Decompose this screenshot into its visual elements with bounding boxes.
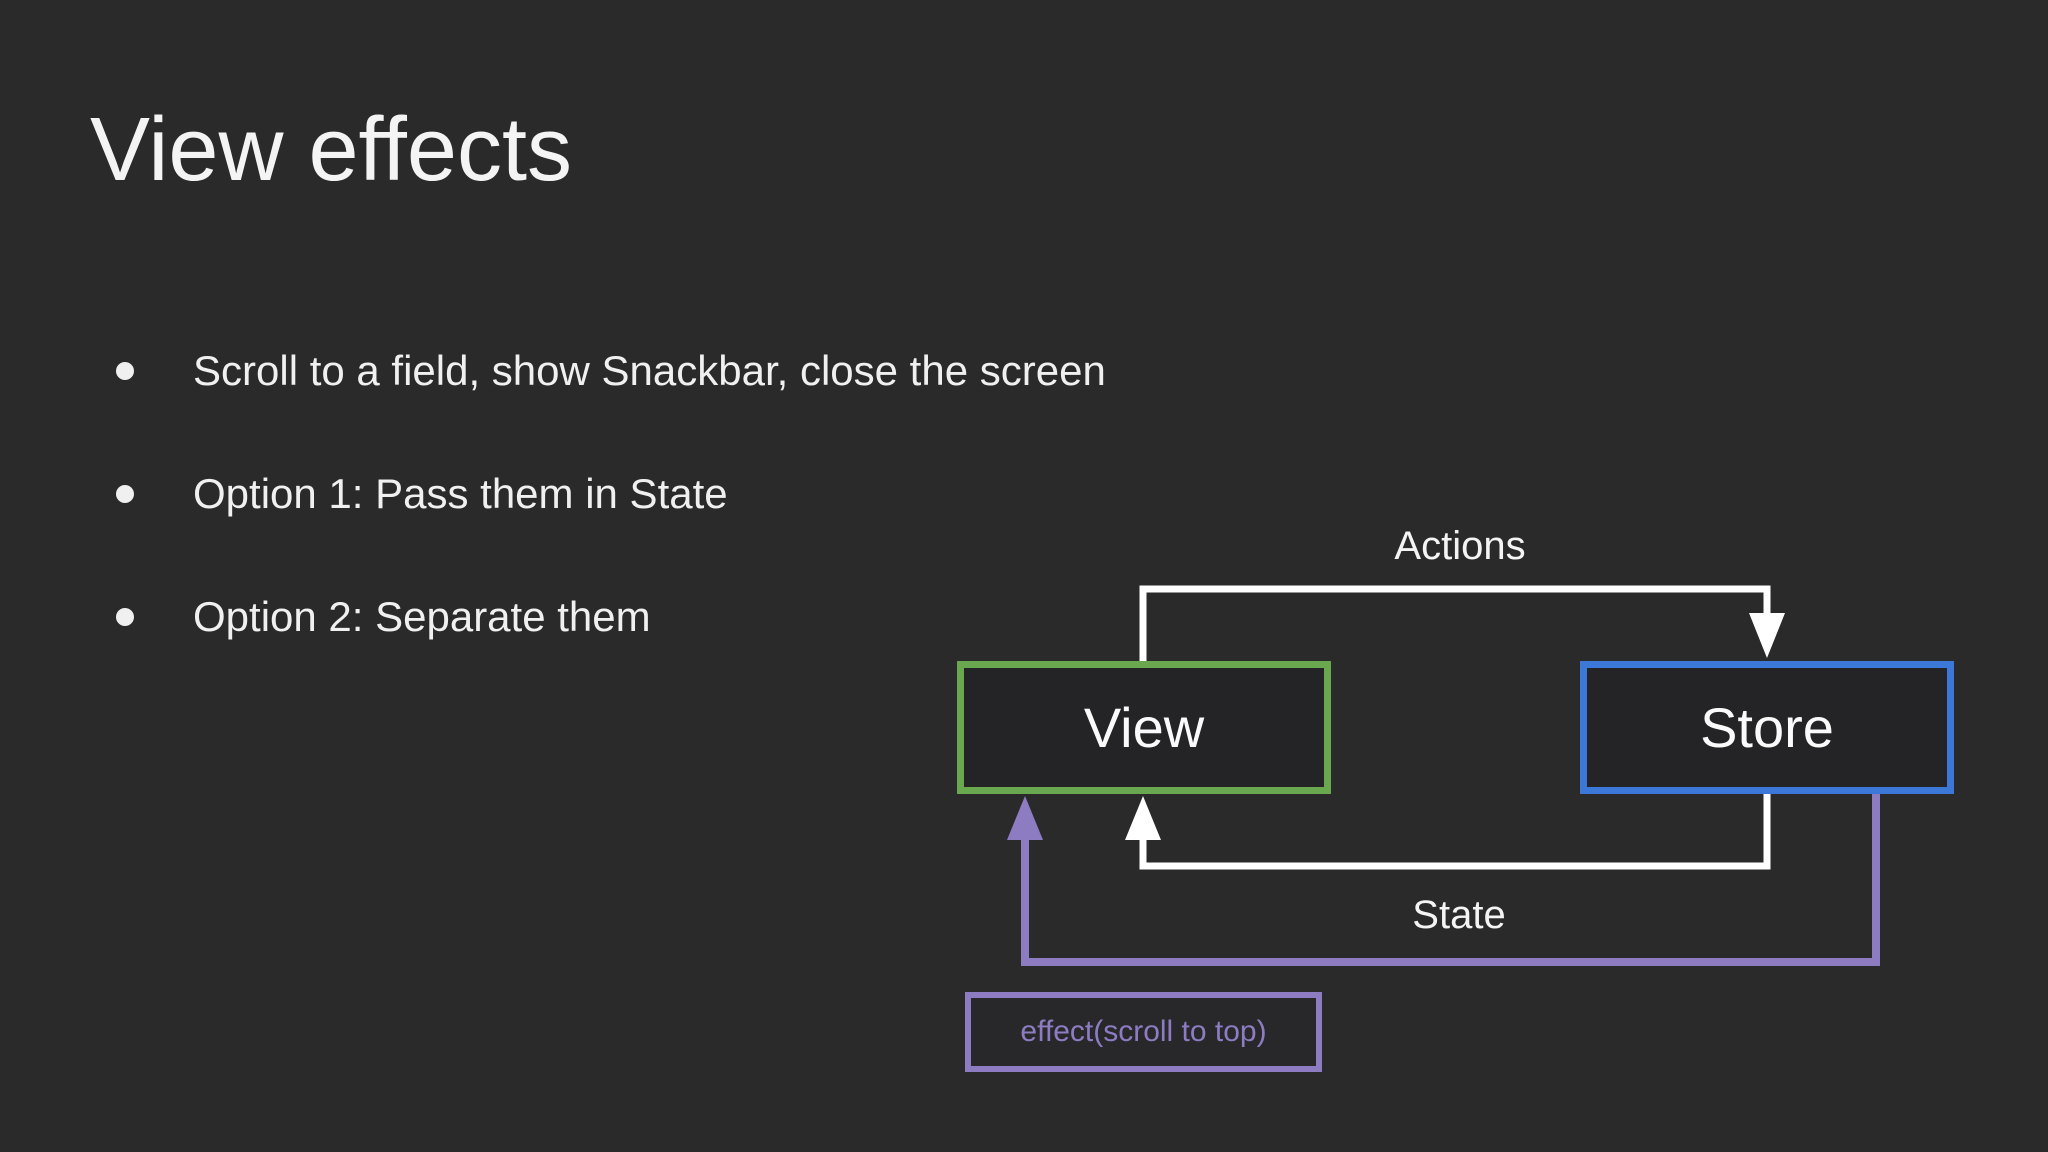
slide-title: View effects (90, 100, 572, 200)
state-label: State (1412, 893, 1506, 937)
effect-node: effect(scroll to top) (965, 992, 1322, 1072)
bullet-list: Scroll to a field, show Snackbar, close … (116, 345, 1106, 714)
bullet-dot-icon (116, 485, 134, 503)
view-node: View (957, 661, 1331, 794)
effect-arrowhead-icon (1007, 796, 1043, 840)
store-node-label: Store (1700, 696, 1834, 759)
bullet-text: Option 1: Pass them in State (193, 470, 728, 517)
store-node: Store (1580, 661, 1954, 794)
state-arrowhead-icon (1125, 796, 1161, 840)
actions-arrowhead-icon (1749, 613, 1785, 658)
effect-wire-purple (1021, 793, 1880, 966)
bullet-item: Scroll to a field, show Snackbar, close … (116, 345, 1106, 397)
bullet-text: Option 2: Separate them (193, 593, 651, 640)
actions-wire (1139, 585, 1771, 664)
view-node-label: View (1083, 696, 1205, 759)
bullet-item: Option 1: Pass them in State (116, 468, 1106, 520)
effect-node-label: effect(scroll to top) (1020, 1015, 1267, 1048)
bullet-item: Option 2: Separate them (116, 591, 1106, 643)
bullet-text: Scroll to a field, show Snackbar, close … (193, 347, 1106, 394)
bullet-dot-icon (116, 608, 134, 626)
state-wire-white (1139, 793, 1771, 870)
bullet-dot-icon (116, 362, 134, 380)
actions-label: Actions (1394, 524, 1526, 568)
